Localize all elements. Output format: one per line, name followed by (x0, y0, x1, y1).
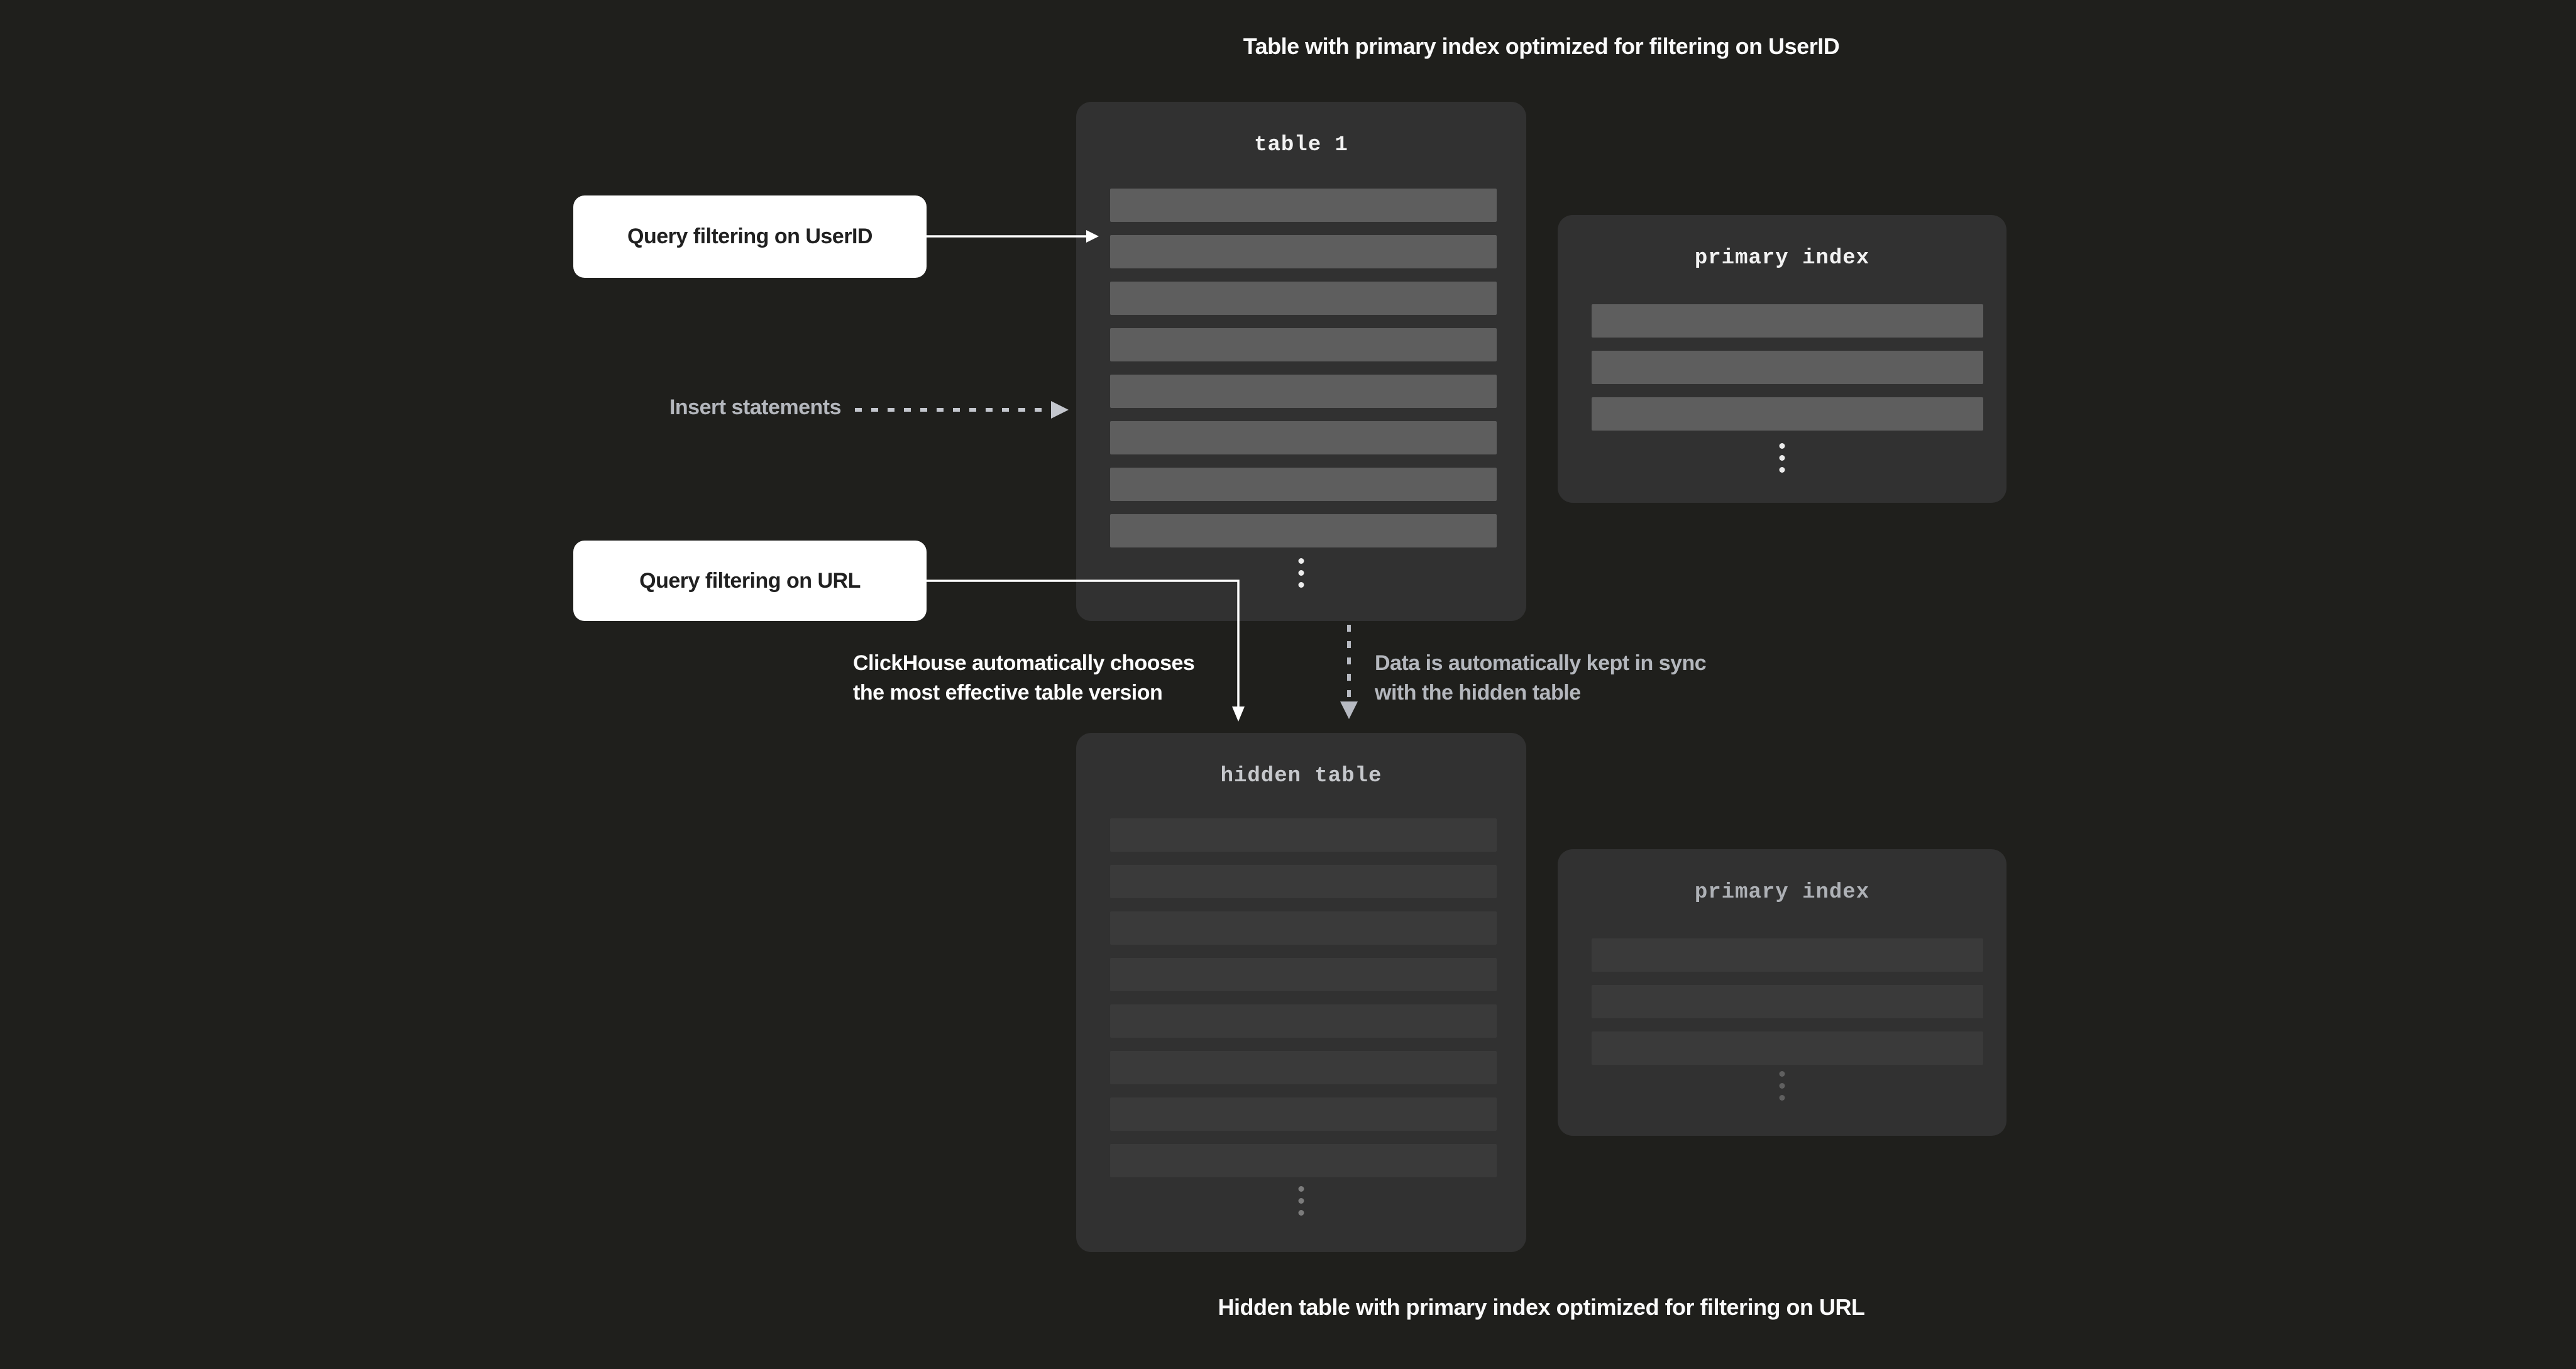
choose-table-note: ClickHouse automatically chooses the mos… (853, 649, 1195, 708)
table-row (1110, 1144, 1497, 1177)
choose-table-note-line2: the most effective table version (853, 681, 1163, 705)
primary-index-top-panel: primary index (1558, 215, 2006, 503)
table1-rows (1110, 189, 1497, 547)
primary-index-top-title: primary index (1694, 246, 1870, 270)
primary-index-bottom-panel: primary index (1558, 849, 2006, 1136)
table-row (1110, 235, 1497, 268)
query-url-label-box: Query filtering on URL (573, 541, 927, 621)
table-row (1110, 468, 1497, 501)
vertical-ellipsis-icon (1298, 1186, 1304, 1216)
query-userid-label-box: Query filtering on UserID (573, 195, 927, 278)
vertical-ellipsis-icon (1779, 1071, 1785, 1101)
table-row (1110, 282, 1497, 315)
table-row (1110, 328, 1497, 361)
top-caption: Table with primary index optimized for f… (1243, 33, 1840, 59)
sync-note: Data is automatically kept in sync with … (1375, 649, 1707, 708)
table-row (1110, 375, 1497, 408)
index-row (1592, 985, 1983, 1018)
table-row (1110, 1097, 1497, 1131)
primary-index-bottom-title: primary index (1694, 881, 1870, 904)
bottom-caption: Hidden table with primary index optimize… (1218, 1294, 1865, 1320)
table-row (1110, 1004, 1497, 1038)
choose-table-note-line1: ClickHouse automatically chooses (853, 651, 1195, 675)
primary-index-top-rows (1592, 304, 1983, 431)
sync-note-line1: Data is automatically kept in sync (1375, 651, 1707, 675)
insert-statements-label: Insert statements (669, 395, 842, 419)
table-row (1110, 865, 1497, 898)
userid-query-arrow (927, 230, 1099, 243)
table-row (1110, 514, 1497, 547)
sync-note-line2: with the hidden table (1375, 681, 1581, 705)
table-row (1110, 1051, 1497, 1084)
vertical-ellipsis-icon (1298, 558, 1304, 588)
sync-arrow (1340, 625, 1358, 719)
table-row (1110, 421, 1497, 454)
index-row (1592, 304, 1983, 338)
table-row (1110, 958, 1497, 991)
table1-panel: table 1 (1076, 102, 1526, 621)
primary-index-bottom-rows (1592, 938, 1983, 1065)
hidden-table-rows (1110, 818, 1497, 1177)
index-row (1592, 1031, 1983, 1065)
index-row (1592, 938, 1983, 972)
index-row (1592, 351, 1983, 384)
hidden-table-title: hidden table (1220, 764, 1382, 788)
index-row (1592, 397, 1983, 431)
insert-statements-arrow (855, 401, 1069, 419)
vertical-ellipsis-icon (1779, 443, 1785, 473)
table-row (1110, 818, 1497, 852)
hidden-table-panel: hidden table (1076, 733, 1526, 1252)
table-row (1110, 911, 1497, 945)
table-row (1110, 189, 1497, 222)
table1-title: table 1 (1254, 133, 1348, 157)
